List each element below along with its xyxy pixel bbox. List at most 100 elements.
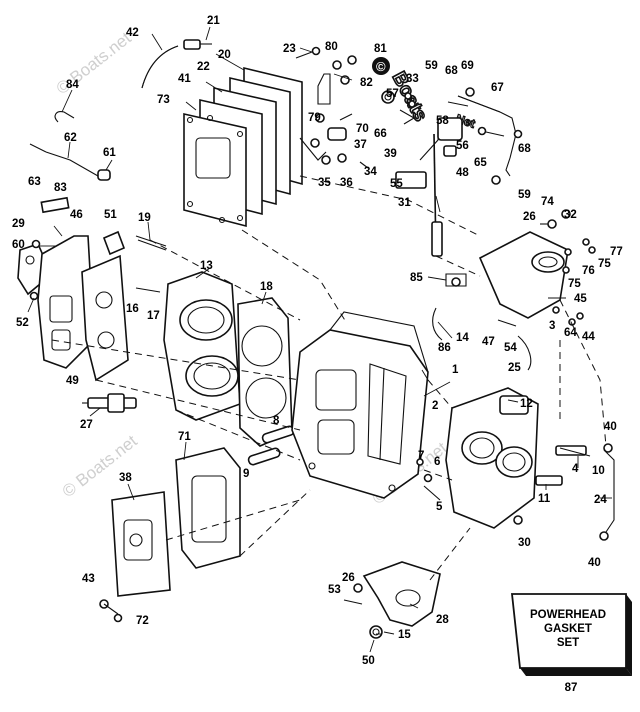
callout-number: 71: [178, 431, 191, 443]
callout-number: 29: [12, 218, 25, 230]
callout-number: 77: [610, 246, 623, 258]
callout-number: 65: [474, 157, 487, 169]
callout-number: 34: [364, 166, 377, 178]
callout-number: 6: [434, 456, 440, 468]
kit-label-line: SET: [557, 637, 579, 649]
callout-number: 64: [564, 327, 577, 339]
callout-number: 36: [340, 177, 353, 189]
callout-number: 55: [390, 178, 403, 190]
throttle-shaft: [431, 133, 443, 257]
callout-number: 58: [436, 115, 449, 127]
callout-number: 84: [66, 79, 79, 91]
callout-number: 2: [432, 400, 438, 412]
callout-number: 50: [362, 655, 375, 667]
callout-number: 37: [354, 139, 367, 151]
callout-number: 72: [136, 615, 149, 627]
callout-number: 40: [588, 557, 601, 569]
callout-number: 69: [461, 60, 474, 72]
callout-number: 26: [523, 211, 536, 223]
callout-number: 68: [518, 143, 531, 155]
callout-number: 45: [574, 293, 587, 305]
callout-number: 51: [104, 209, 117, 221]
callout-number: 49: [66, 375, 79, 387]
callout-number: 21: [207, 15, 220, 27]
callout-number: 61: [103, 147, 116, 159]
callout-number: 32: [564, 209, 577, 221]
callout-numbers: 21 42 23 80 81 20 22 41 73 84 62 63 61 8…: [12, 15, 623, 667]
kit-ref-number: 87: [565, 682, 578, 694]
callout-number: 30: [518, 537, 531, 549]
callout-number: 42: [126, 27, 139, 39]
callout-number: 7: [418, 450, 424, 462]
callout-number: 79: [308, 112, 321, 124]
callout-number: 59: [425, 60, 438, 72]
crankcase-half: [445, 387, 539, 529]
callout-number: 73: [157, 94, 170, 106]
callout-number: 66: [374, 128, 387, 140]
starter-bracket: [362, 561, 441, 627]
small-linkage-parts: [295, 46, 523, 189]
callout-number: 60: [12, 239, 25, 251]
callout-number: 76: [582, 265, 595, 277]
head-gasket: [237, 297, 293, 447]
callout-number: 82: [360, 77, 373, 89]
callout-number: 24: [594, 494, 607, 506]
callout-number: 10: [592, 465, 605, 477]
exhaust-cover-stack: [183, 66, 303, 228]
callout-number: 81: [374, 43, 387, 55]
callout-number: 15: [398, 629, 411, 641]
callout-number: 13: [200, 260, 213, 272]
callout-number: 33: [406, 73, 419, 85]
callout-number: 19: [138, 212, 151, 224]
watermark: © Boats.net: [59, 431, 141, 501]
assembly-lines: [51, 175, 607, 581]
callout-number: 85: [410, 272, 423, 284]
callout-number: 17: [147, 310, 160, 322]
callout-number: 56: [456, 140, 469, 152]
callout-number: 5: [436, 501, 443, 513]
svg-text:©: ©: [376, 59, 386, 74]
callout-number: 28: [436, 614, 449, 626]
callout-number: 40: [604, 421, 617, 433]
spark-plug: [82, 393, 137, 413]
callout-number: 52: [16, 317, 29, 329]
exhaust-cover-gasket: [175, 447, 241, 569]
callout-number: 68: [445, 65, 458, 77]
callout-number: 38: [119, 472, 132, 484]
left-small-parts: [17, 111, 111, 301]
kit-label-line: POWERHEAD: [530, 609, 606, 621]
callout-number: 3: [549, 320, 555, 332]
callout-number: 57: [386, 88, 399, 100]
callout-number: 27: [80, 419, 93, 431]
callout-number: 54: [504, 342, 517, 354]
powerhead-gasket-set-box: POWERHEAD GASKET SET 87: [510, 593, 632, 694]
callout-number: 1: [452, 364, 459, 376]
callout-number: 22: [197, 61, 210, 73]
hose-and-fitting: [141, 39, 212, 89]
callout-number: 46: [70, 209, 83, 221]
callout-number: 43: [82, 573, 95, 585]
callout-number: 59: [518, 189, 531, 201]
callout-number: 67: [491, 82, 504, 94]
kit-label-line: GASKET: [544, 623, 592, 635]
callout-number: 11: [538, 493, 551, 505]
callout-number: 63: [28, 176, 41, 188]
callout-number: 8: [273, 415, 280, 427]
callout-number: 39: [384, 148, 397, 160]
callout-number: 35: [318, 177, 331, 189]
callout-number: 31: [398, 197, 411, 209]
callout-number: 48: [456, 167, 469, 179]
callout-number: 26: [342, 572, 355, 584]
callout-number: 25: [508, 362, 521, 374]
callout-number: 75: [598, 258, 611, 270]
callout-number: 53: [328, 584, 341, 596]
exhaust-cover-plate: [111, 491, 171, 597]
callout-number: 47: [482, 336, 495, 348]
callout-number: 16: [126, 303, 139, 315]
callout-number: 4: [572, 463, 579, 475]
callout-number: 12: [520, 398, 533, 410]
callout-number: 44: [582, 331, 595, 343]
callout-number: 20: [218, 49, 231, 61]
callout-number: 9: [243, 468, 249, 480]
